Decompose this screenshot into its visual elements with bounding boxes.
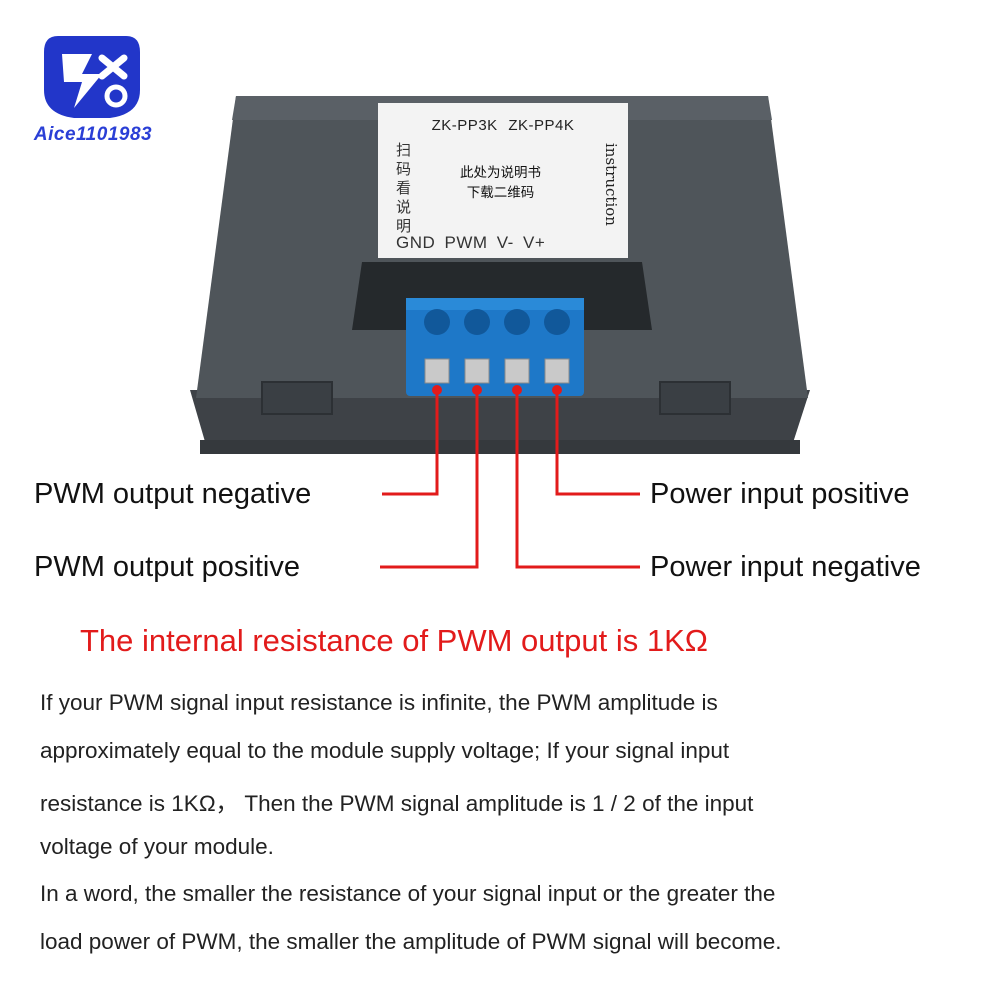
instruction-vertical-text: instruction <box>602 143 620 226</box>
power-input-positive-label: Power input positive <box>650 478 910 510</box>
scan-instruction-text: 扫码看说明 <box>396 141 412 235</box>
description-line: resistance is 1KΩ， Then the PWM signal a… <box>40 791 754 816</box>
description-line: approximately equal to the module supply… <box>40 738 730 763</box>
instruction-label: ZK-PP3K ZK-PP4K 扫码看说明 此处为说明书 下载二维码 instr… <box>378 103 628 258</box>
qr-placeholder-line-2: 下载二维码 <box>466 185 535 201</box>
internal-resistance-headline: The internal resistance of PWM output is… <box>80 623 708 658</box>
description-line: voltage of your module. <box>40 834 274 859</box>
power-input-negative-label: Power input negative <box>650 551 921 583</box>
brand-logo: Aice1101983 <box>18 24 168 154</box>
qr-placeholder-line-1: 此处为说明书 <box>460 165 541 181</box>
brand-logo-text: Aice1101983 <box>33 124 153 145</box>
description-line: If your PWM signal input resistance is i… <box>40 690 718 715</box>
brand-badge-icon <box>44 36 140 118</box>
qr-placeholder-text: 此处为说明书 下载二维码 <box>433 163 568 203</box>
pwm-output-positive-label: PWM output positive <box>34 551 300 583</box>
model-numbers: ZK-PP3K ZK-PP4K <box>431 117 575 134</box>
description-line: In a word, the smaller the resistance of… <box>40 881 776 906</box>
pin-labels: GND PWM V- V+ <box>396 233 546 252</box>
pwm-output-negative-label: PWM output negative <box>34 478 312 510</box>
description-line: load power of PWM, the smaller the ampli… <box>40 929 782 954</box>
